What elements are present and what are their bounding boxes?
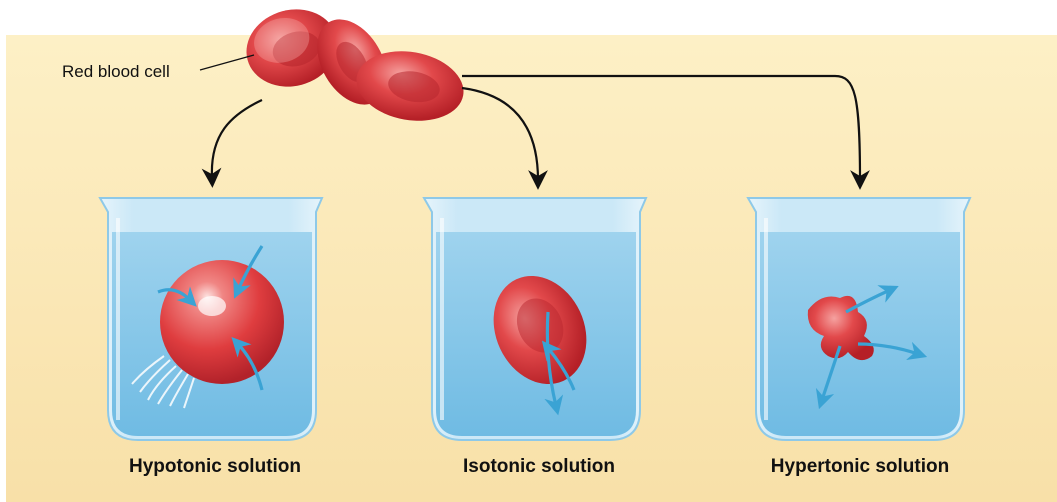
isotonic-label: Isotonic solution: [434, 456, 644, 478]
arrow-to-isotonic: [462, 88, 538, 180]
arrow-to-hypotonic: [212, 100, 262, 178]
beaker-hypertonic: [748, 198, 970, 440]
red-blood-cell-label: Red blood cell: [62, 62, 170, 82]
hypotonic-label: Hypotonic solution: [110, 456, 320, 478]
cell-label-leader-line: [200, 55, 254, 70]
arrow-to-hypertonic: [462, 76, 860, 180]
swollen-cell: [160, 260, 284, 384]
hypertonic-label: Hypertonic solution: [750, 456, 970, 478]
beaker-hypotonic: [100, 198, 322, 440]
red-blood-cells-group: [238, 0, 469, 129]
beaker-isotonic: [424, 198, 646, 440]
